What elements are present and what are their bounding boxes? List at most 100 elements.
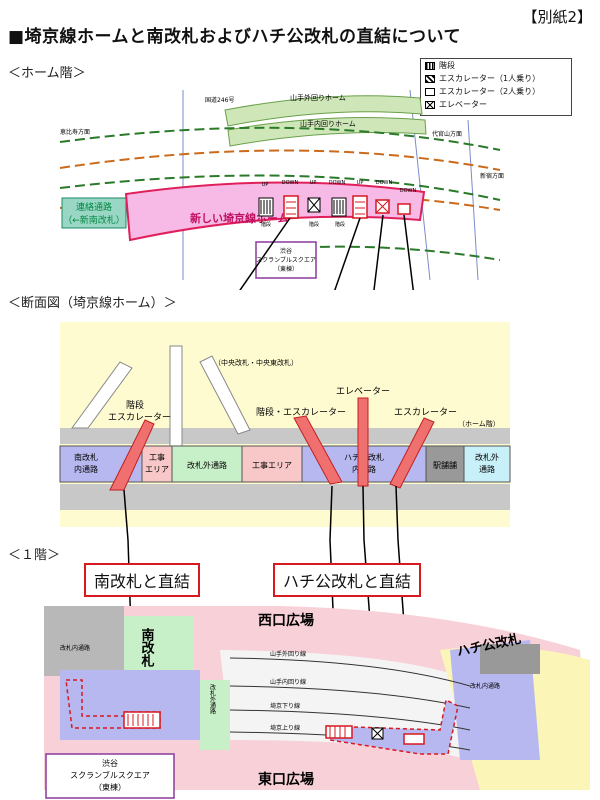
first-floor-map: 山手外回り線 山手内回り線 埼京下り線 埼京上り線 渋谷 スクランブルスクエア … [44, 540, 590, 799]
elevator-icon [307, 197, 321, 213]
elevator-icon [371, 727, 384, 740]
stairs-label: 階段 [335, 221, 345, 228]
gate-inner-label: 改札内通路 [60, 644, 90, 652]
connector-line [123, 489, 129, 540]
cross-section-diagram: （中央改札・中央東改札） 南改札 内通路 工事 エリア 改札外通路 工事エリア … [59, 322, 511, 540]
escalator-red [293, 415, 343, 485]
legend: 階段 エスカレーター（1人乗り） エスカレーター（2人乗り） エレベーター [420, 58, 572, 116]
track-label: 山手内回り線 [270, 678, 306, 686]
connecting-passage [61, 197, 127, 229]
building-label: （東棟） [94, 782, 126, 792]
section-first-floor-label: ＜１階＞ [8, 548, 61, 563]
escalator-two-icon [352, 195, 368, 219]
cell-label: 改札外 [475, 452, 499, 462]
connector-line [403, 214, 414, 290]
yamanote-outer-platform [224, 95, 423, 127]
track-label: 埼京上り線 [270, 724, 300, 732]
east-plaza-label: 東口広場 [258, 771, 314, 788]
stairs-icon [260, 200, 271, 214]
arrow-label: UP [262, 182, 269, 188]
hachiko-building [480, 644, 540, 674]
track-line [59, 174, 501, 201]
elevator-label: エレベーター [336, 386, 390, 397]
escalator-two-icon [425, 87, 435, 96]
escalator-two-icon [127, 714, 154, 726]
road-label: 国道246号 [205, 96, 234, 104]
building-label: 渋谷 [280, 247, 292, 255]
escalator-label: エスカレーター [394, 407, 457, 418]
passage-label: 連絡通路 [76, 201, 112, 213]
connector-line [362, 485, 365, 540]
home-floor-map: 連絡通路 （←新南改札） 新しい埼京線ホーム 国道246号 山手外回りホーム 山… [59, 89, 504, 290]
central-stair [199, 355, 251, 435]
building-label: スクランブルスクエア [256, 256, 316, 264]
section-cell [141, 445, 173, 483]
yamanote-inner-label: 山手内回りホーム [300, 119, 356, 128]
yamanote-outer-label: 山手外回りホーム [290, 93, 346, 102]
west-plaza-label: 西口広場 [258, 612, 314, 629]
ebisu-label: 恵比寿方面 [60, 128, 90, 136]
cell-label: 南改札 [74, 452, 98, 462]
connector-line [395, 485, 399, 540]
arrow-label: DOWN [282, 180, 299, 186]
stairs-esc2-label: 階段・エスカレーター [256, 406, 346, 418]
escalator-two-icon [123, 711, 161, 729]
escalator-red [389, 417, 435, 489]
connector-line [373, 214, 384, 290]
connector-line [329, 485, 333, 540]
escalator-two-icon [286, 201, 296, 215]
connector-line [239, 217, 291, 290]
legend-label: エスカレーター（2人乗り） [439, 87, 541, 96]
escalator-two-icon [329, 726, 346, 738]
stairs-esc-label: エスカレーター [108, 412, 171, 423]
elevator-icon [425, 100, 435, 109]
elevator-icon [375, 199, 390, 214]
track-line [59, 126, 501, 151]
escalator-two-icon [283, 195, 299, 219]
platform-level-label: （ホーム階） [458, 419, 500, 428]
section-cell [425, 445, 465, 483]
legend-item-escalator-one: エスカレーター（1人乗り） [421, 72, 571, 85]
track-label: 埼京下り線 [270, 702, 300, 710]
arrow-label: UP [357, 180, 364, 186]
road-line [467, 119, 479, 281]
stairs-label: 階段 [261, 221, 271, 228]
platform-label: 新しい埼京線ホーム [190, 211, 289, 225]
legend-label: エレベーター [439, 100, 487, 109]
shinjuku-label: 新宿方面 [480, 172, 504, 180]
section-cell [463, 445, 511, 483]
elevator-red [357, 397, 369, 487]
cell-label: 改札外通路 [187, 460, 227, 470]
section-home-floor-label: ＜ホーム階＞ [8, 66, 86, 81]
caption-hachiko-direct: ハチ公改札と直結 [273, 563, 422, 597]
arrow-label: DOWN [376, 180, 393, 186]
arrow-label: DOWN [400, 188, 417, 194]
cell-label: エリア [145, 465, 169, 474]
legend-item-escalator-two: エスカレーター（2人乗り） [421, 85, 571, 98]
direction-labels: UP DOWN UP DOWN UP DOWN DOWN [262, 180, 417, 194]
gate-inner-label: 改札内通路 [470, 682, 500, 690]
building-label: （東棟） [274, 265, 298, 273]
yamanote-inner-platform [227, 117, 427, 147]
legend-item-elevator: エレベーター [421, 98, 571, 111]
central-stair [71, 361, 133, 429]
escalator-one-icon [403, 733, 425, 745]
stairs-icon [425, 61, 435, 70]
section-cell [171, 445, 243, 483]
section-cross-section-label: ＜断面図（埼京線ホーム）＞ [8, 296, 177, 311]
gate-outer-label: 改札外通路 [209, 683, 216, 715]
cell-label: 通路 [479, 464, 495, 474]
building-label: 渋谷 [102, 758, 118, 768]
connector-line [334, 217, 361, 290]
central-stair [169, 345, 183, 447]
legend-item-stairs: 階段 [421, 59, 571, 72]
cell-label: 工事 [149, 452, 165, 462]
stairs-icon [333, 200, 344, 214]
new-saikyo-platform [124, 181, 426, 242]
passage-sub-label: （←新南改札） [63, 214, 125, 226]
lower-slab [60, 484, 510, 510]
attachment-tag: 【別紙2】 [522, 8, 592, 26]
track-label: 山手外回り線 [270, 650, 306, 658]
legend-label: 階段 [439, 61, 455, 70]
cell-label: 駅舗舗 [433, 460, 457, 470]
